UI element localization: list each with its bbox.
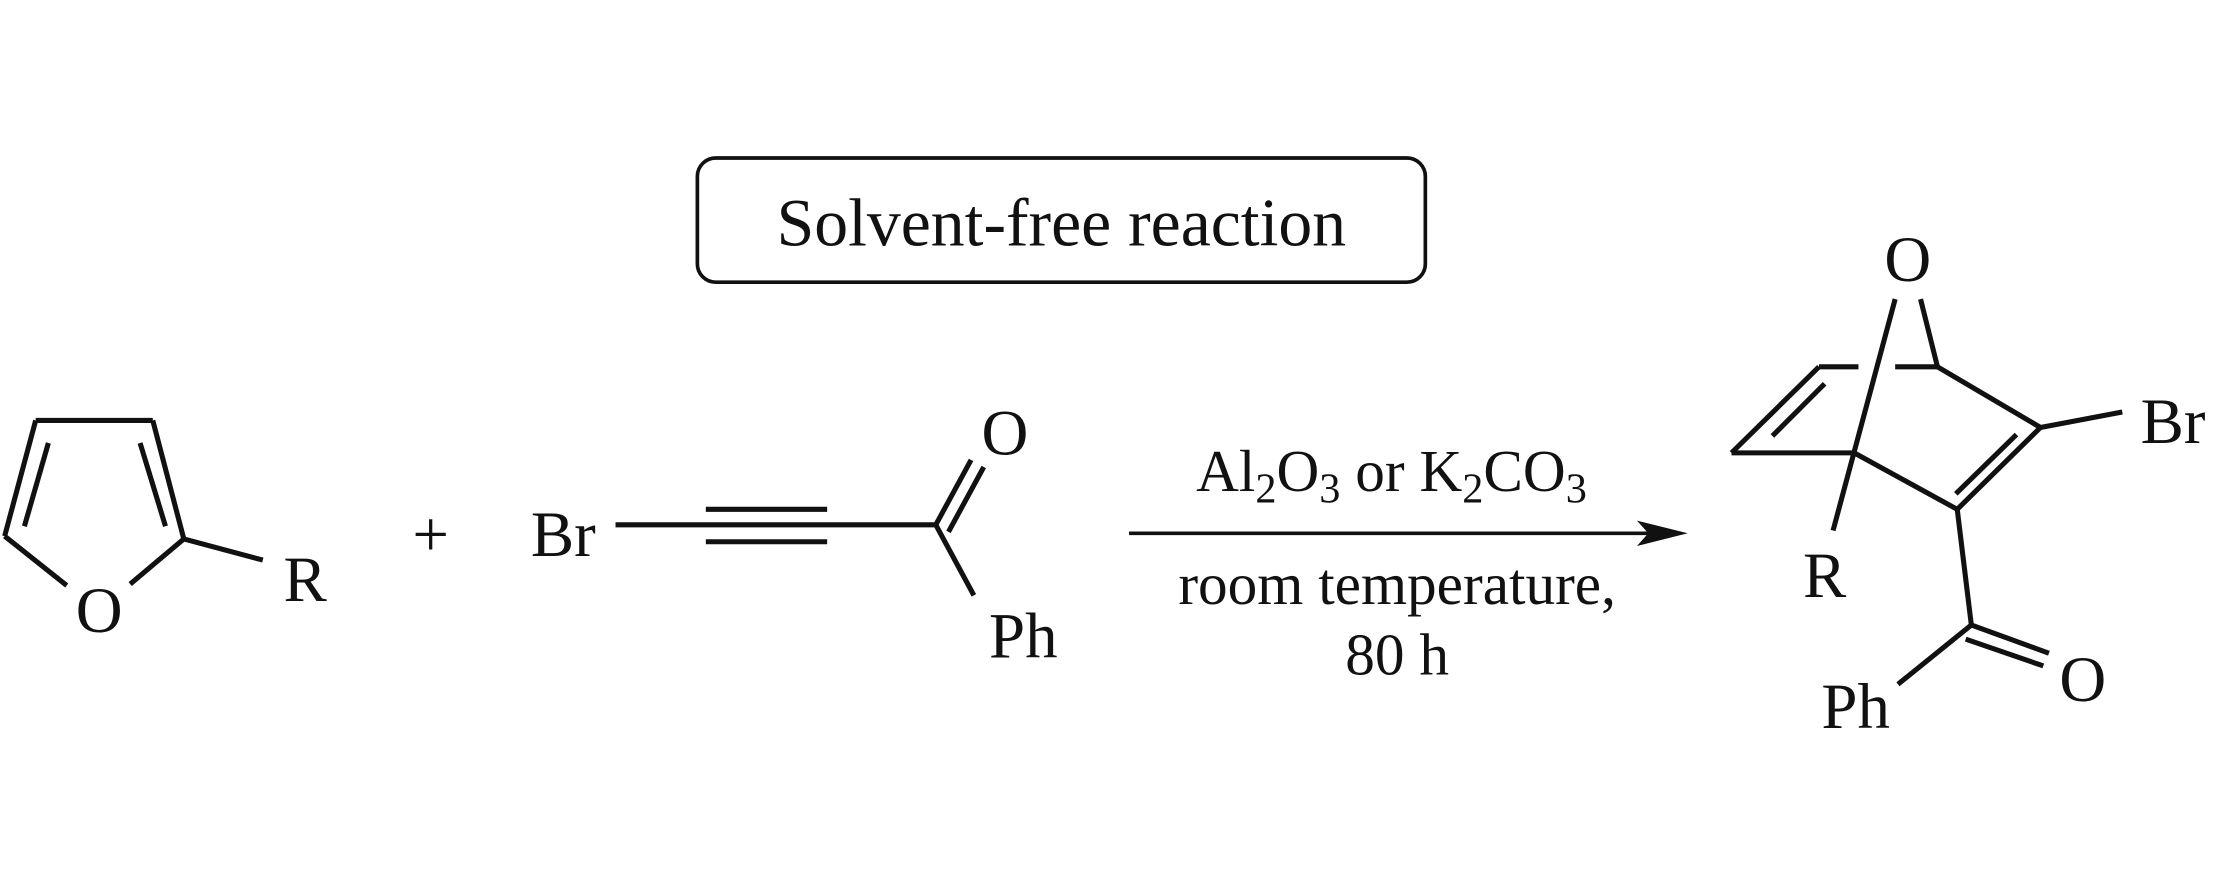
furan-oxygen-label: O [76,575,123,647]
bond [1936,364,2042,430]
bond [2,419,39,537]
bond [1955,425,2043,512]
bond [1830,298,1898,532]
bond [1918,298,1940,368]
furan-reactant: O R [2,417,328,647]
reagent-text: Al2O3 or K2CO3 [1196,438,1587,512]
time-text: 80 h [1345,621,1449,687]
product-bromine-label: Br [2141,386,2206,458]
arrow-head-icon [1636,520,1688,546]
bridge-oxygen-label: O [1884,224,1931,296]
bond [150,419,187,540]
bond [3,534,69,588]
title-box-border [695,156,1428,284]
double-bond-inner [1770,381,1827,438]
solvent-free-label-box: Solvent-free reaction [695,156,1428,284]
phenyl-label: Ph [989,600,1058,672]
carbonyl-bond [1970,622,2050,656]
oxabicyclic-product: O Br R Ph O [1729,224,2206,743]
product-carbonyl-oxygen-label: O [2059,644,2106,716]
alkyne-reactant: Br O Ph [531,397,1058,672]
carbonyl-bond [946,465,986,534]
plus-sign: + [412,499,449,571]
product-r-group-label: R [1803,540,1847,612]
bond [2039,409,2123,430]
carbonyl-bond [933,458,974,527]
double-bond-inner [21,442,51,527]
bond [1896,623,1973,687]
double-bond-inner [1954,432,2019,496]
reaction-arrow: Al2O3 or K2CO3 room temperature, 80 h [1129,438,1688,687]
carbonyl-bond [1964,636,2045,669]
temperature-text: room temperature, [1178,551,1616,617]
bond [128,536,186,587]
title-text: Solvent-free reaction [777,185,1347,260]
double-bond-inner [137,442,168,527]
product-phenyl-label: Ph [1821,671,1890,743]
bond [1853,450,1959,512]
carbonyl-oxygen-label: O [981,397,1028,469]
r-group-label: R [284,544,328,616]
bond [933,523,977,597]
bond [1729,365,1821,455]
bond [183,536,264,563]
bromine-label: Br [531,499,596,571]
bond [1954,509,1974,626]
